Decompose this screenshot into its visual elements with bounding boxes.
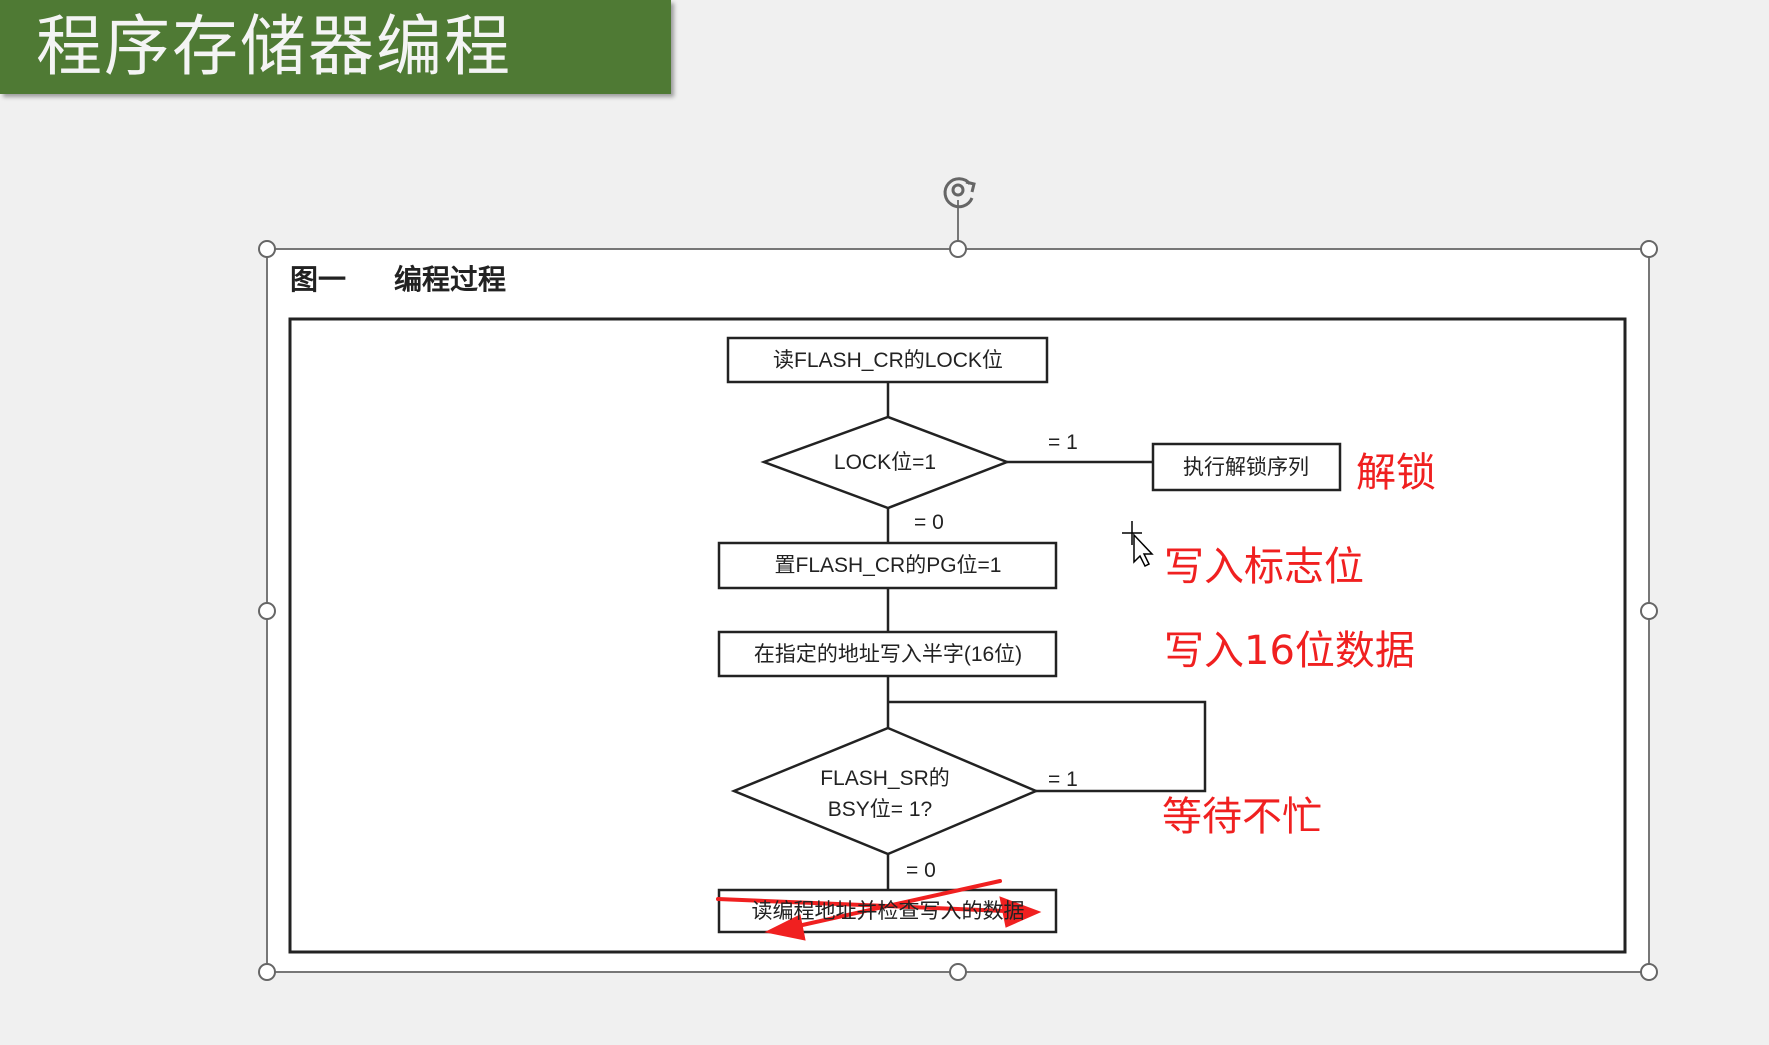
annotation-unlock: 解锁 <box>1356 450 1436 496</box>
svg-text:FLASH_SR的: FLASH_SR的 <box>820 767 950 790</box>
label-bsy-yes: = 1 <box>1048 768 1078 791</box>
step-set-pg: 置FLASH_CR的PG位=1 <box>717 541 1058 590</box>
annotation-write-flag: 写入标志位 <box>1164 544 1364 590</box>
step-verify: 读编程地址并检查写入的数据 <box>752 900 1025 923</box>
decision-lock: LOCK位=1 <box>760 415 1011 510</box>
svg-text:BSY位= 1?: BSY位= 1? <box>828 798 932 821</box>
step-read-lock: 读FLASH_CR的LOCK位 <box>726 336 1049 384</box>
svg-text:LOCK位=1: LOCK位=1 <box>834 451 936 474</box>
figure-caption-title: 编程过程 <box>394 263 506 296</box>
label-bsy-no: = 0 <box>906 859 936 882</box>
figure-caption-number: 图一 <box>290 263 346 296</box>
step-unlock: 执行解锁序列 <box>1151 442 1342 492</box>
slide-title-bar: 程序存储器编程 <box>0 0 671 94</box>
annotation-wait-not-busy: 等待不忙 <box>1162 794 1322 840</box>
annotation-write-data: 写入16位数据 <box>1164 628 1415 674</box>
label-lock-no: = 0 <box>914 511 944 534</box>
connectors <box>886 382 1207 890</box>
figure-border <box>288 317 1627 954</box>
rotate-handle-icon[interactable] <box>943 177 976 209</box>
move-cursor-icon <box>1122 521 1154 568</box>
step-write-halfword: 在指定的地址写入半字(16位) <box>717 630 1058 678</box>
red-arrow-marks <box>716 879 1042 941</box>
svg-text:执行解锁序列: 执行解锁序列 <box>1183 456 1309 479</box>
label-lock-yes: = 1 <box>1048 431 1078 454</box>
decision-bsy: FLASH_SR的 BSY位= 1? <box>730 726 1040 856</box>
svg-text:读FLASH_CR的LOCK位: 读FLASH_CR的LOCK位 <box>773 349 1003 372</box>
svg-text:在指定的地址写入半字(16位): 在指定的地址写入半字(16位) <box>754 643 1022 666</box>
slide-title: 程序存储器编程 <box>36 8 512 85</box>
resize-handles[interactable] <box>258 240 1658 981</box>
svg-text:置FLASH_CR的PG位=1: 置FLASH_CR的PG位=1 <box>775 554 1002 577</box>
